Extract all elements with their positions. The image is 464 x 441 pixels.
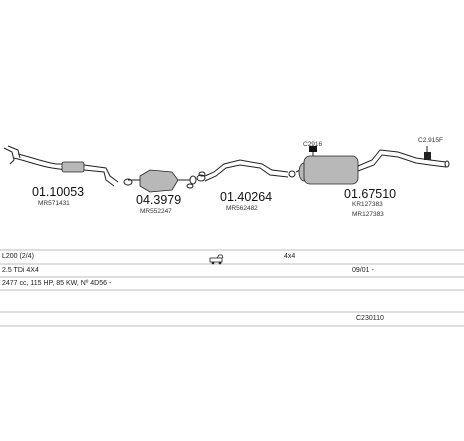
engine-cell: 2.5 TDi 4X4	[2, 267, 39, 274]
part-number-01-10053: 01.10053	[32, 185, 84, 199]
intermediate-pipe[interactable]	[196, 159, 296, 182]
clamp-rings	[186, 171, 206, 189]
hanger-c2916[interactable]	[309, 146, 317, 156]
part-ref-mr127383: MR127383	[352, 211, 384, 218]
part-ref-mr552247: MR552247	[140, 208, 172, 215]
pickup-truck-icon	[209, 254, 224, 265]
date-cell: 09/01 -	[352, 267, 374, 274]
front-pipe[interactable]	[3, 145, 119, 187]
part-number-04-3979: 04.3979	[136, 193, 181, 207]
part-number-01-67510: 01.67510	[344, 187, 396, 201]
code-cell: C230110	[356, 315, 384, 322]
part-number-c2915f: C2.915F	[418, 137, 443, 144]
spec-table-lines	[0, 249, 464, 327]
rear-silencer[interactable]	[295, 149, 450, 185]
model-cell: L200 (2/4)	[2, 253, 34, 260]
specs-cell: 2477 cc, 115 HP, 85 KW, Nº 4D56 -	[2, 280, 112, 287]
part-ref-mr571431: MR571431	[38, 200, 70, 207]
part-number-c2916: C2916	[303, 141, 323, 148]
hanger-c2915f[interactable]	[424, 146, 431, 160]
part-number-01-40264: 01.40264	[220, 190, 272, 204]
part-ref-kr127383: KR127383	[352, 201, 383, 208]
drive-cell: 4x4	[284, 253, 296, 260]
connector-ring-left	[123, 178, 133, 186]
catalytic-converter[interactable]	[128, 169, 197, 193]
part-ref-mr562482: MR562482	[226, 205, 258, 212]
